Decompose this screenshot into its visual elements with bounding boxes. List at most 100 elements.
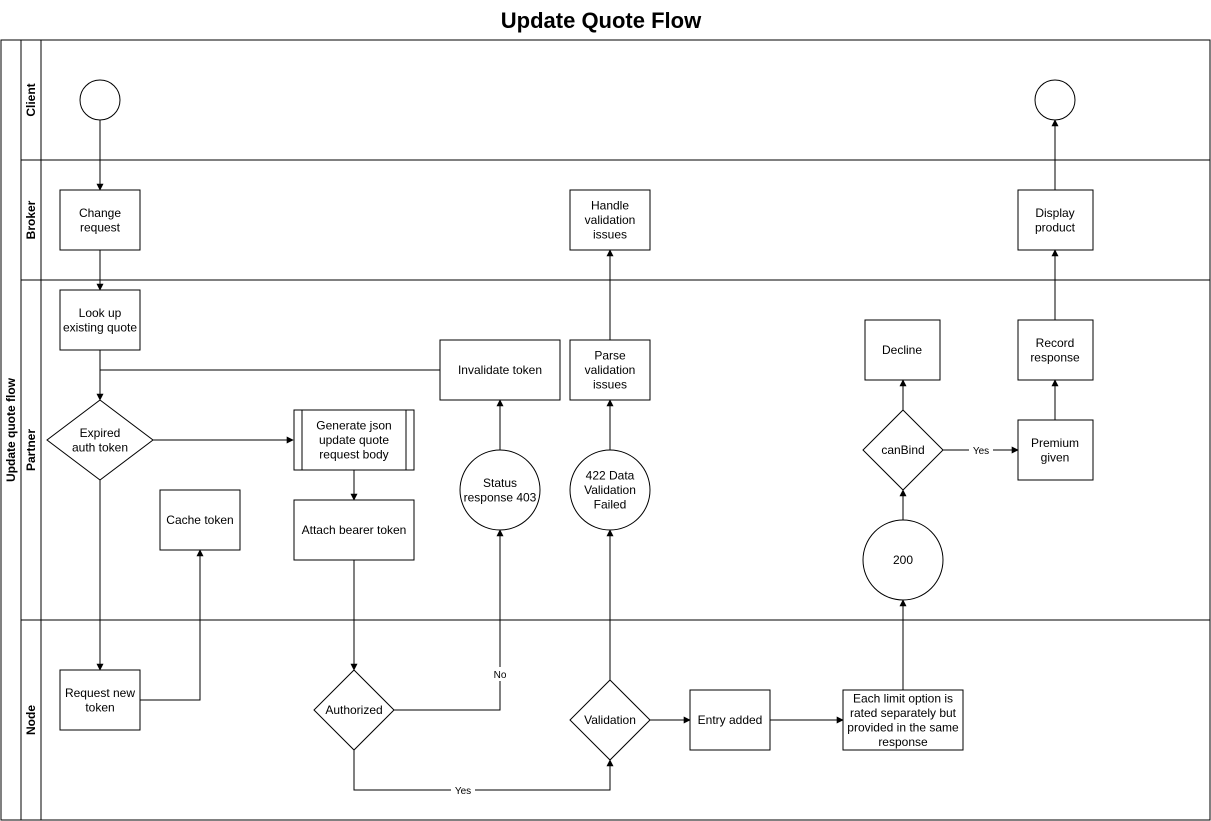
edge-authorized-to-status-403 [394,529,504,711]
decline-label: Decline [882,343,922,357]
label-line: Invalidate token [458,363,542,377]
label-line: Record [1036,336,1075,350]
lane-label-broker: Broker [24,200,38,239]
authorized-label: Authorized [325,703,382,717]
edge-request-new-token-to-cache-token [140,549,204,701]
label-line: Look up [79,306,122,320]
edges [96,119,1059,791]
label-line: Validation [584,483,636,497]
label-line: Entry added [698,713,763,727]
label-line: Decline [882,343,922,357]
lane-label-partner: Partner [24,429,38,471]
label-line: response [878,735,928,749]
status-200-event: 200 [862,519,944,601]
label-line: rated separately but [850,706,957,720]
canbind-decision: canBind [862,409,944,491]
label-line: Each limit option is [853,691,953,705]
decline-box: Decline [864,319,941,381]
label-line: Change [79,206,121,220]
label-line: Validation [584,713,636,727]
cache-token-label: Cache token [166,513,233,527]
entry-added-box: Entry added [689,689,771,751]
validation-decision: Validation [569,679,651,761]
label-line: Generate json [316,419,391,433]
edge-label-yes-authorized: Yes [455,786,471,797]
validation-label: Validation [584,713,636,727]
lane-label-client: Client [24,83,38,116]
label-line: request [80,220,121,234]
label-line: auth token [72,440,128,454]
label-line: Failed [594,498,627,512]
label-line: Display [1035,206,1074,220]
label-line: existing quote [63,320,137,334]
lane-label-node: Node [24,705,38,735]
label-line: 200 [893,553,913,567]
label-line: canBind [881,443,924,457]
edge-label-yes-canbind: Yes [973,446,989,457]
label-line: update quote [319,433,389,447]
invalidate-token-box: Invalidate token [439,339,561,401]
label-line: response [1030,350,1080,364]
attach-bearer-box: Attach bearer token [293,499,415,561]
label-line: Request new [65,686,135,700]
label-line: Premium [1031,436,1079,450]
edge-label-no: No [494,670,507,681]
edge-authorized-to-validation [353,750,614,791]
label-line: token [85,700,114,714]
start-event [79,79,121,121]
label-line: Attach bearer token [302,523,407,537]
end-event [1034,79,1076,121]
label-line: 422 Data [586,469,635,483]
authorized-decision: Authorized [313,669,395,751]
label-line: given [1041,450,1070,464]
label-line: request body [319,448,388,462]
label-line: Expired [80,426,121,440]
label-line: validation [585,213,636,227]
edge-labels: No Yes Yes [451,444,993,797]
cache-token-box: Cache token [159,489,241,551]
label-line: Status [483,476,517,490]
label-line: issues [593,378,627,392]
invalidate-token-label: Invalidate token [458,363,542,377]
label-line: issues [593,228,627,242]
swimlane-pool: Update quote flow Client Broker Partner … [0,39,1211,821]
label-line: provided in the same [847,720,959,734]
label-line: product [1035,220,1076,234]
diagram-title: Update Quote Flow [501,8,702,33]
canbind-label: canBind [881,443,924,457]
status-200-label: 200 [893,553,913,567]
label-line: Handle [591,199,629,213]
label-line: Parse [594,349,626,363]
label-line: response 403 [464,490,537,504]
attach-bearer-label: Attach bearer token [302,523,407,537]
label-line: Authorized [325,703,382,717]
label-line: Cache token [166,513,233,527]
